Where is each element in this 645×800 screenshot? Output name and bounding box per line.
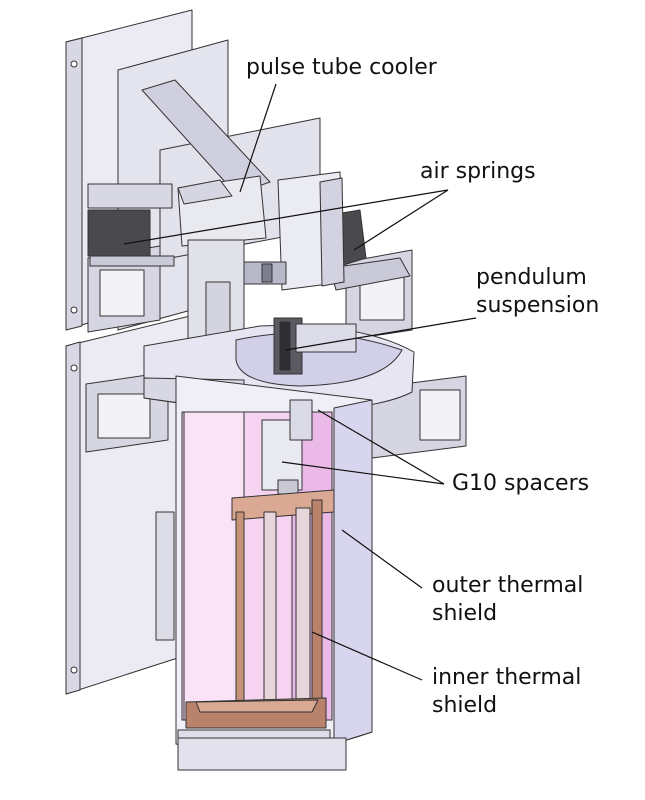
label-suspension: suspension <box>476 293 600 318</box>
upper-square-beam <box>87 245 161 333</box>
bottom-cap <box>177 737 347 771</box>
leader-inner-thermal-shield <box>311 631 423 681</box>
left-air-spring <box>87 183 175 267</box>
leader-outer-thermal-shield <box>341 529 423 589</box>
leader-air-springs-left <box>123 189 449 245</box>
leader-g10-spacers-bottom <box>281 461 445 485</box>
label-pulse-tube-cooler: pulse tube cooler <box>246 55 437 80</box>
leader-g10-spacers-top <box>317 409 445 485</box>
label-g10-spacers: G10 spacers <box>452 471 590 496</box>
label-air-springs: air springs <box>420 159 536 184</box>
copper-structure <box>185 489 335 729</box>
slanted-bracket <box>141 79 271 195</box>
label-inner-shield: shield <box>432 693 498 718</box>
pendulum-suspension <box>273 317 357 375</box>
label-outer-thermal: outer thermal <box>432 573 584 598</box>
leader-pulse-tube-cooler <box>239 83 277 193</box>
g10-spacers <box>261 399 313 495</box>
pulse-tube-cooler-head <box>177 171 345 291</box>
leader-pendulum-suspension <box>285 317 477 351</box>
label-pendulum: pendulum <box>476 265 587 290</box>
label-inner-thermal: inner thermal <box>432 665 582 690</box>
label-outer-shield: shield <box>432 601 498 626</box>
leader-air-springs-right <box>353 189 449 251</box>
